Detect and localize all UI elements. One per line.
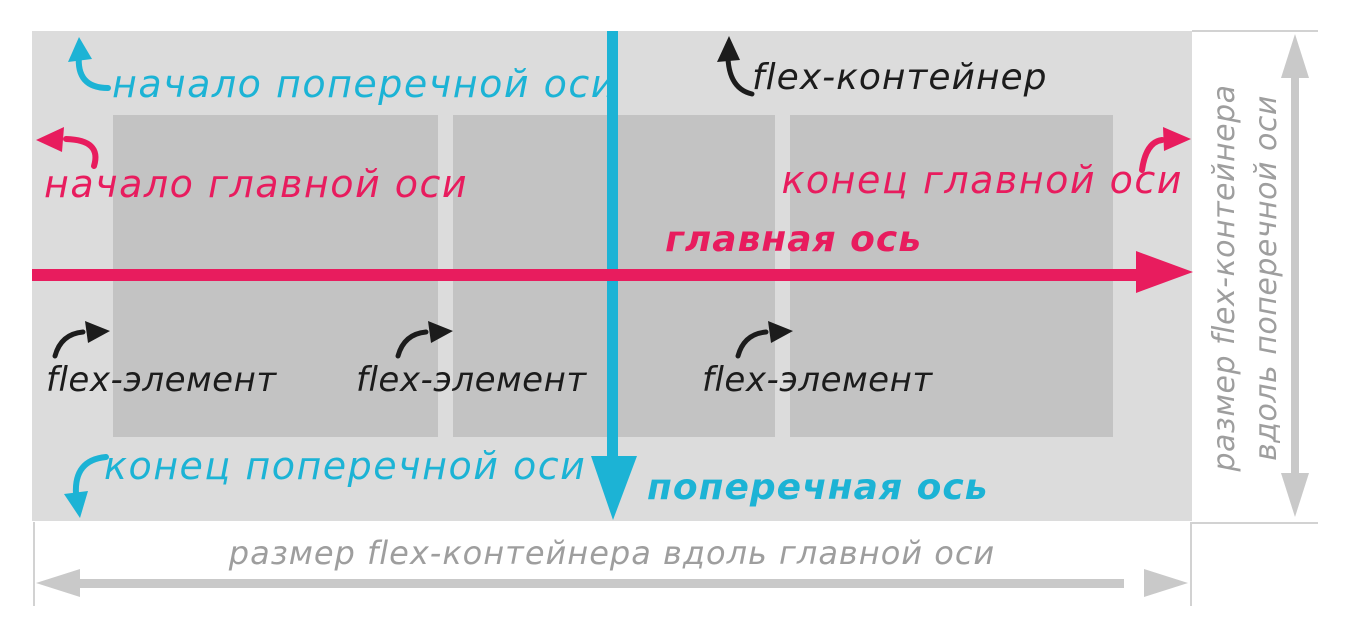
size-along-cross-axis-line2: вдоль поперечной оси [1249, 95, 1284, 461]
main-axis-end-label: конец главной оси [781, 158, 1183, 202]
extension-line-right-top [1192, 30, 1318, 32]
main-axis-start-label: начало главной оси [44, 162, 469, 206]
extension-line-bottom-right [1190, 522, 1192, 606]
flex-item-label-1: flex-элемент [46, 360, 277, 400]
size-along-main-axis-label: размер flex-контейнера вдоль главной оси [228, 534, 996, 572]
cross-axis-label: поперечная ось [647, 467, 989, 508]
flex-item-label-3: flex-элемент [702, 360, 933, 400]
extension-line-right-bottom [1192, 522, 1318, 524]
size-main-axis-arrow [36, 569, 1188, 597]
size-along-cross-axis-line1: размер flex-контейнера [1207, 84, 1242, 472]
cross-axis-end-label: конец поперечной оси [104, 444, 587, 488]
extension-line-bottom-left [33, 522, 35, 606]
flex-item-label-2: flex-элемент [356, 360, 587, 400]
cross-axis-start-label: начало поперечной оси [112, 62, 617, 106]
size-along-cross-axis-label: размер flex-контейнера вдоль поперечной … [1204, 38, 1288, 518]
main-axis-label: главная ось [665, 219, 922, 260]
flex-container-label: flex-контейнер [752, 57, 1048, 98]
